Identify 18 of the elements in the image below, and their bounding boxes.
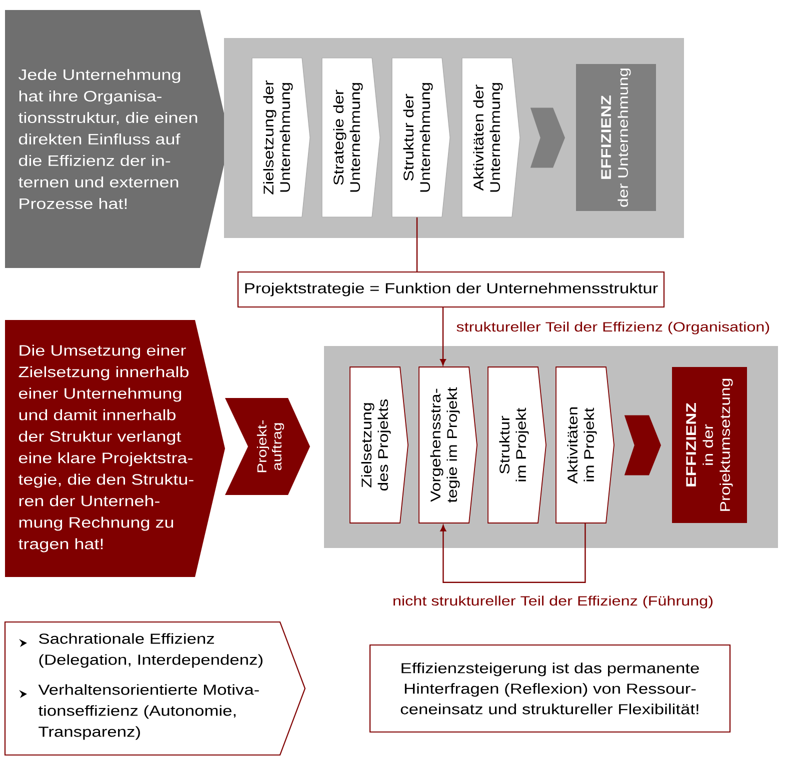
step-box: Aktivitäten im Projekt [556, 366, 614, 524]
edge-label: nicht struktureller Teil der Effizienz (Führung) [391, 594, 715, 610]
result-box: EFFIZIENZ der Unternehmung [576, 64, 656, 211]
step-box: Strategie der Unternehmung [322, 58, 380, 218]
step-box: Zielsetzung der Unternehmung [252, 58, 310, 218]
connector-arrow [440, 307, 446, 366]
step-box: Aktivitäten der Unternehmung [462, 58, 520, 218]
step-box: Zielsetzung des Projekts [350, 366, 408, 524]
step-box: Vorgehensstra- tegie im Projekt [418, 366, 478, 524]
text-box: Projektstrategie = Funktion der Unternehmensstruktur [237, 271, 665, 308]
step-box: Struktur der Unternehmung [392, 58, 450, 218]
chevron-arrow [530, 108, 565, 168]
result-box: EFFIZIENZ in der Projektumsetzung [672, 367, 747, 523]
step-box: Struktur im Projekt [488, 366, 546, 524]
connector-arrow [440, 523, 586, 583]
edge-label: struktureller Teil der Effizienz (Organisation) [455, 320, 772, 336]
text-box: Effizienzsteigerung ist das permanente Hinterfragen (Reflexion) von Ressour- ceneinsatz und struktureller Flexibilität! [369, 644, 731, 733]
chevron-arrow [624, 415, 661, 476]
